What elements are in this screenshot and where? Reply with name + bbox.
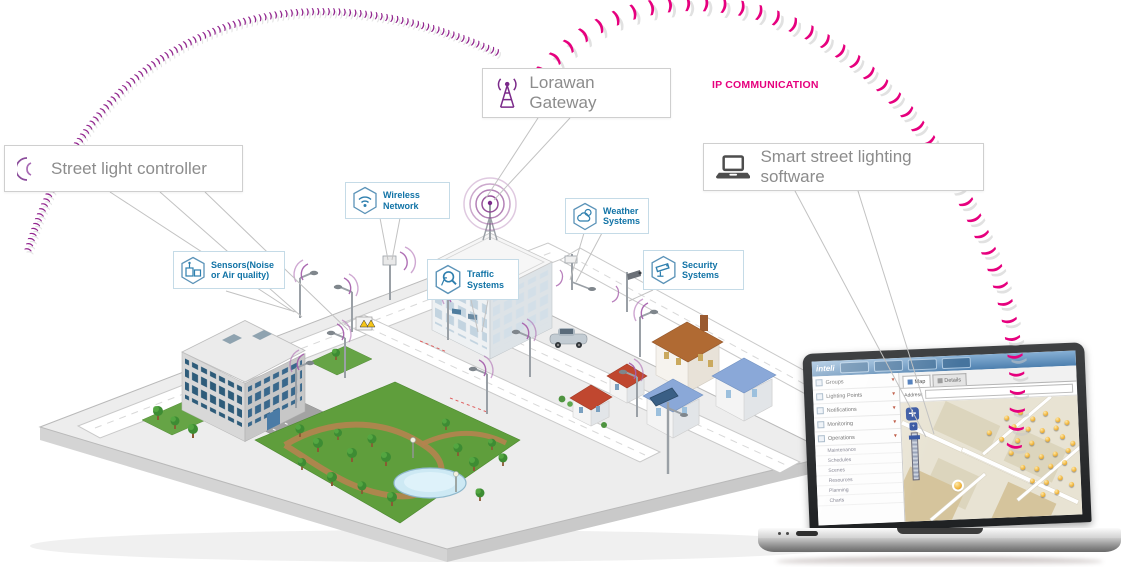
lamp-marker[interactable] — [1008, 450, 1014, 456]
lamp-markers-layer — [900, 396, 1082, 522]
map-view[interactable]: ✛ + — [900, 395, 1083, 522]
lamp-marker[interactable] — [986, 430, 992, 436]
lamp-marker[interactable] — [1045, 437, 1051, 443]
lamp-marker[interactable] — [1053, 451, 1059, 457]
lamp-marker[interactable] — [1064, 419, 1070, 425]
lorawan-antenna — [463, 177, 517, 241]
laptop: inteli Groups ▼ — [758, 342, 1121, 566]
pan-control[interactable]: ✛ — [905, 407, 920, 421]
lamp-marker[interactable] — [1062, 460, 1068, 466]
street-light-controller-callout: Street light controller — [4, 145, 243, 192]
warning-cabinet — [355, 316, 376, 331]
lamp-marker[interactable] — [951, 479, 964, 492]
laptop-icon — [716, 154, 751, 179]
chevron-down-icon: ▼ — [892, 432, 898, 439]
tab-details[interactable]: Details — [932, 373, 967, 387]
tab-map[interactable]: Map — [902, 374, 931, 388]
lamp-marker[interactable] — [1034, 466, 1040, 472]
address-label: Address — [904, 391, 923, 399]
antenna-tower-icon — [497, 78, 517, 108]
lorawan-gateway-label: Lorawan Gateway — [529, 73, 597, 112]
cctv-icon — [651, 255, 676, 285]
software-logo: inteli — [815, 363, 835, 374]
menu-icon — [817, 435, 826, 443]
menu-icon — [815, 379, 823, 387]
lamp-marker[interactable] — [1055, 417, 1061, 423]
lamp-marker[interactable] — [1011, 424, 1017, 430]
lamp-marker[interactable] — [1043, 480, 1049, 486]
smart-software-label: Smart street lighting software — [760, 147, 912, 186]
lamp-marker[interactable] — [1054, 489, 1060, 495]
road-markings — [94, 250, 829, 467]
details-icon — [937, 378, 943, 384]
house-blue-2 — [711, 357, 777, 422]
lamp-marker[interactable] — [1029, 440, 1035, 446]
header-button[interactable] — [941, 356, 971, 370]
lamp-marker[interactable] — [1071, 466, 1077, 473]
lamp-marker[interactable] — [1070, 440, 1076, 447]
lamp-marker[interactable] — [1068, 481, 1074, 487]
wireless-pole — [382, 246, 417, 300]
smart-software-callout: Smart street lighting software — [703, 143, 984, 191]
menu-icon — [817, 421, 825, 429]
map-zoom-control[interactable]: ✛ + — [905, 407, 923, 481]
lamp-marker[interactable] — [1040, 492, 1046, 498]
chevron-down-icon: ▼ — [892, 418, 898, 425]
lamp-marker[interactable] — [1030, 416, 1036, 422]
laptop-base — [758, 528, 1121, 554]
zoom-slider-handle[interactable] — [908, 435, 920, 440]
lighting-software-screen: inteli Groups ▼ — [811, 350, 1083, 526]
traffic-magnifier-icon — [435, 264, 461, 295]
sidebar-subitem[interactable]: Charts — [817, 492, 904, 507]
map-icon — [907, 379, 913, 385]
lamp-marker[interactable] — [1065, 448, 1071, 454]
wifi-icon — [353, 186, 377, 215]
lorawan-gateway-callout: Lorawan Gateway — [482, 68, 671, 118]
header-button[interactable] — [839, 361, 869, 374]
sun-cloud-icon — [573, 202, 597, 230]
signal-arcs-icon — [17, 156, 32, 181]
lamp-marker[interactable] — [1039, 454, 1045, 460]
solar-street-light — [649, 387, 688, 474]
lamp-marker[interactable] — [1048, 463, 1054, 469]
office-building — [181, 320, 306, 442]
lamp-marker[interactable] — [1057, 474, 1063, 480]
lamp-marker[interactable] — [1017, 409, 1023, 415]
software-sidebar: Groups ▼ Lighting Points ▼ Notifications… — [812, 372, 906, 526]
lamp-marker[interactable] — [1053, 424, 1059, 431]
lamp-marker[interactable] — [1024, 452, 1031, 458]
chevron-down-icon: ▼ — [890, 376, 896, 383]
ip-communication-label: IP COMMUNICATION — [712, 79, 819, 91]
house-red-1 — [569, 384, 613, 427]
car — [549, 328, 588, 348]
header-button[interactable] — [907, 358, 937, 371]
sensor-icon — [181, 256, 205, 284]
menu-icon — [816, 407, 824, 415]
security-camera-pole — [611, 270, 642, 312]
lamp-marker[interactable] — [1059, 434, 1065, 440]
lamp-marker[interactable] — [1042, 411, 1048, 417]
menu-icon — [816, 393, 824, 401]
lamp-marker[interactable] — [1025, 426, 1031, 432]
laptop-reflection — [776, 557, 1103, 566]
zoom-in-button[interactable]: + — [909, 422, 918, 431]
houses — [558, 315, 777, 439]
lamp-marker[interactable] — [1039, 427, 1045, 434]
chevron-down-icon: ▼ — [891, 390, 897, 397]
zoom-slider[interactable] — [908, 432, 920, 481]
laptop-screen: inteli Groups ▼ — [802, 342, 1092, 534]
header-button[interactable] — [873, 359, 903, 373]
lamp-marker[interactable] — [1019, 464, 1026, 470]
lamp-marker[interactable] — [999, 436, 1005, 442]
lamp-marker[interactable] — [1003, 415, 1009, 421]
street-light-controller-label: Street light controller — [51, 158, 207, 178]
lamp-marker[interactable] — [1015, 438, 1021, 444]
lamp-marker[interactable] — [1029, 478, 1035, 484]
chevron-down-icon: ▼ — [891, 404, 897, 411]
